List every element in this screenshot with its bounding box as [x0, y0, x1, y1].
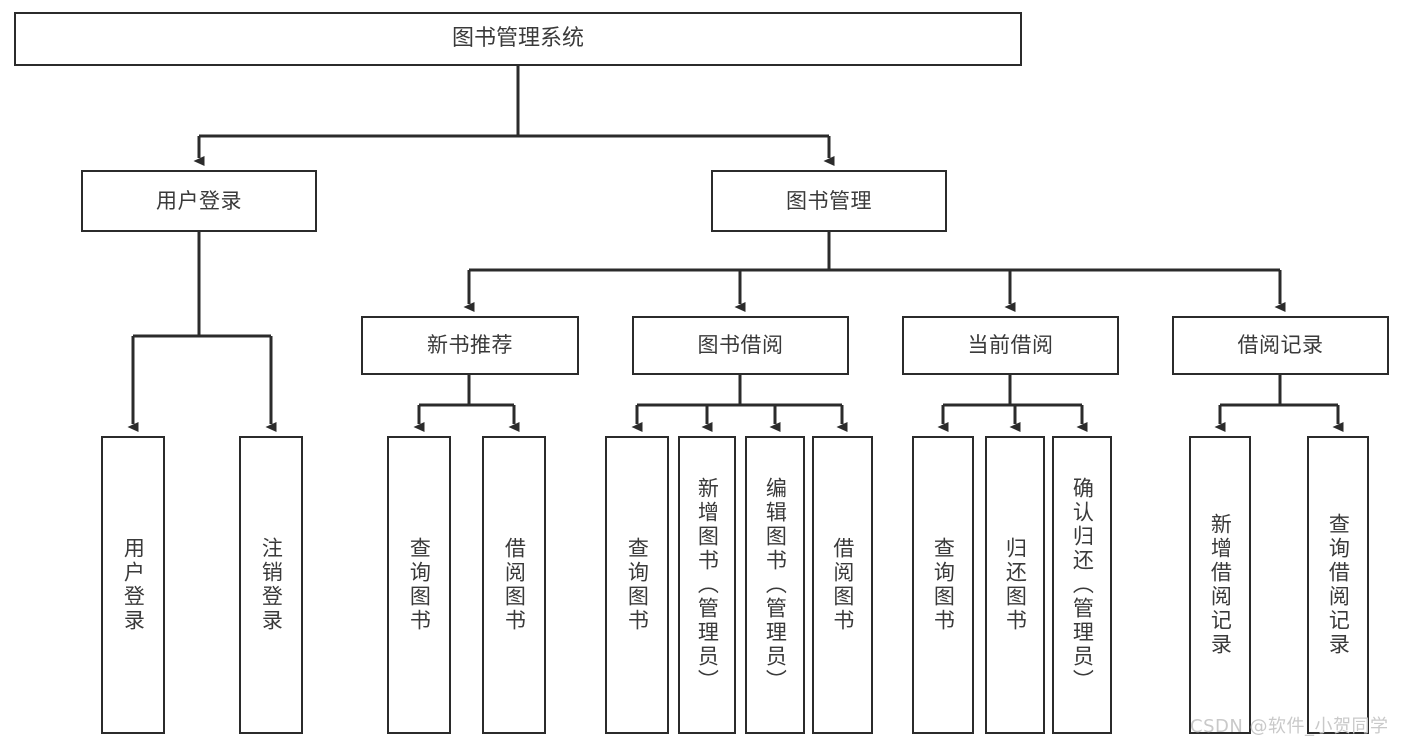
- node-leaf-query-borrow-record[interactable]: 查询借阅记录: [1307, 436, 1369, 734]
- node-root[interactable]: 图书管理系统: [14, 12, 1022, 66]
- node-user-login[interactable]: 用户登录: [81, 170, 317, 232]
- node-current-borrow-label: 当前借阅: [967, 333, 1054, 358]
- node-leaf-query-book-2-label: 查询图书: [625, 537, 650, 633]
- node-current-borrow[interactable]: 当前借阅: [902, 316, 1119, 375]
- node-leaf-edit-book[interactable]: 编辑图书（管理员）: [745, 436, 805, 734]
- node-leaf-borrow-book-2-label: 借阅图书: [830, 537, 855, 633]
- node-leaf-add-borrow-record[interactable]: 新增借阅记录: [1189, 436, 1251, 734]
- node-leaf-add-book[interactable]: 新增图书（管理员）: [678, 436, 736, 734]
- node-leaf-add-book-label: 新增图书（管理员）: [695, 477, 720, 693]
- node-leaf-logout-login-label: 注销登录: [259, 537, 284, 633]
- node-book-manage[interactable]: 图书管理: [711, 170, 947, 232]
- node-leaf-query-book-2[interactable]: 查询图书: [605, 436, 669, 734]
- node-leaf-query-borrow-record-label: 查询借阅记录: [1326, 513, 1351, 657]
- node-new-book-recommend-label: 新书推荐: [427, 333, 513, 358]
- node-leaf-query-book-1-label: 查询图书: [407, 537, 432, 633]
- node-book-manage-label: 图书管理: [786, 188, 872, 213]
- node-leaf-logout-login[interactable]: 注销登录: [239, 436, 303, 734]
- node-leaf-borrow-book-1-label: 借阅图书: [502, 537, 527, 633]
- node-leaf-query-book-3[interactable]: 查询图书: [912, 436, 974, 734]
- node-leaf-user-login-label: 用户登录: [121, 537, 146, 633]
- node-book-borrow[interactable]: 图书借阅: [632, 316, 849, 375]
- node-leaf-query-book-1[interactable]: 查询图书: [387, 436, 451, 734]
- node-leaf-add-borrow-record-label: 新增借阅记录: [1208, 513, 1233, 657]
- node-root-label: 图书管理系统: [451, 26, 584, 52]
- node-user-login-label: 用户登录: [156, 188, 242, 213]
- node-leaf-borrow-book-1[interactable]: 借阅图书: [482, 436, 546, 734]
- node-leaf-edit-book-label: 编辑图书（管理员）: [763, 477, 788, 693]
- node-leaf-confirm-return-label: 确认归还（管理员）: [1070, 477, 1095, 693]
- node-leaf-query-book-3-label: 查询图书: [931, 537, 956, 633]
- node-borrow-record-label: 借阅记录: [1237, 333, 1324, 358]
- csdn-watermark: CSDN @软件_小贺同学: [1190, 716, 1389, 737]
- node-leaf-user-login[interactable]: 用户登录: [101, 436, 165, 734]
- node-new-book-recommend[interactable]: 新书推荐: [361, 316, 579, 375]
- node-leaf-borrow-book-2[interactable]: 借阅图书: [812, 436, 873, 734]
- node-borrow-record[interactable]: 借阅记录: [1172, 316, 1389, 375]
- node-leaf-return-book[interactable]: 归还图书: [985, 436, 1045, 734]
- node-leaf-confirm-return[interactable]: 确认归还（管理员）: [1052, 436, 1112, 734]
- node-book-borrow-label: 图书借阅: [697, 333, 784, 358]
- node-leaf-return-book-label: 归还图书: [1003, 537, 1028, 633]
